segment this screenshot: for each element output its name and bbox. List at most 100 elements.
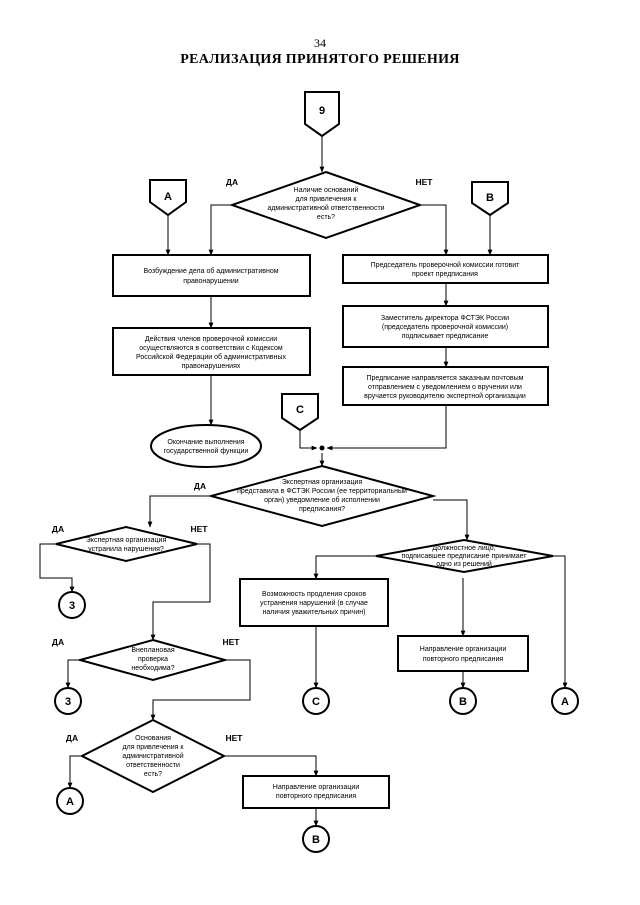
svg-text:Экспертная организация: Экспертная организация [86,537,167,544]
end-connector-3-second: 3 [54,687,82,715]
arrow-d4-yes [65,659,80,689]
decision-official: Должностное лицо, подписавшее предписани… [375,538,554,574]
decision-unscheduled-check: Внеплановая проверка необходима? [76,638,229,682]
box-chairman-draft: Председатель проверочной комиссии готови… [342,254,549,284]
svg-text:одно из решений: одно из решений [436,560,492,568]
page-title: РЕАЛИЗАЦИЯ ПРИНЯТОГО РЕШЕНИЯ [180,52,460,67]
svg-text:С: С [312,696,320,708]
arrow-d1-no [420,204,449,256]
svg-text:подписывает предписание: подписывает предписание [402,333,489,340]
arrow-c-to-merge [299,430,318,451]
svg-text:С: С [296,404,304,416]
svg-text:Направление организации: Направление организации [273,784,360,791]
svg-text:(председатель проверочной коми: (председатель проверочной комиссии) [382,323,508,331]
svg-text:проект предписания: проект предписания [412,271,478,278]
d4-yes-label: ДА [52,637,64,647]
svg-text:Наличие оснований: Наличие оснований [294,186,359,194]
svg-text:А: А [66,796,74,808]
svg-text:административной: административной [122,752,183,760]
d5-no-label: НЕТ [226,733,244,743]
decision-liability-grounds: Наличие оснований для привлечения к адми… [228,170,424,240]
arrow-d3-no [150,543,211,641]
svg-text:Российской Федерации об админи: Российской Федерации об административных [136,353,286,361]
svg-text:отправлением с уведомлением о: отправлением с уведомлением о вручении и… [368,384,522,391]
start-connector: 9 [304,91,340,138]
end-connector-b-mid: В [449,687,477,715]
svg-text:Окончание выполнения: Окончание выполнения [167,439,244,446]
svg-text:необходима?: необходима? [131,664,174,672]
svg-text:устранила нарушения?: устранила нарушения? [88,546,164,553]
box-initiate-case: Возбуждение дела об административном пра… [112,254,311,297]
arrow-official-to-a [553,555,568,689]
svg-text:есть?: есть? [144,771,162,778]
svg-text:Должностное лицо,: Должностное лицо, [432,545,495,552]
svg-text:вручается руководителю эксперт: вручается руководителю экспертной органи… [364,392,526,400]
svg-text:правонарушениях: правонарушениях [182,363,241,370]
svg-text:В: В [459,696,467,708]
arrow-d5-no [224,755,319,777]
svg-text:орган) уведомление об исполнен: орган) уведомление об исполнении [264,496,380,504]
svg-text:Действия членов проверочной ко: Действия членов проверочной комиссии [145,335,277,343]
decision-liability-grounds-2: Основания для привлечения к администрати… [79,718,227,794]
decision-notification-submitted: Экспертная организация представила в ФСТ… [207,464,437,528]
svg-text:повторного предписания: повторного предписания [276,793,357,800]
end-connector-3-first: 3 [58,591,86,619]
box-commission-actions: Действия членов проверочной комиссии осу… [112,327,311,376]
svg-text:государственной функции: государственной функции [164,447,249,455]
svg-text:А: А [164,191,172,203]
svg-text:Заместитель директора ФСТЭК Ро: Заместитель директора ФСТЭК России [381,315,509,322]
svg-text:административной ответственнос: административной ответственности [267,204,384,212]
page-number: 34 [314,36,326,50]
end-connector-a-bottom: А [56,787,84,815]
decision-violations-fixed: Экспертная организация устранила нарушен… [55,525,198,563]
svg-text:осуществляются в соответствии: осуществляются в соответствии с Кодексом [139,345,283,352]
svg-text:Экспертная организация: Экспертная организация [282,479,363,486]
svg-text:В: В [312,834,320,846]
offpage-connector-b: В [471,181,509,217]
svg-text:Внеплановая: Внеплановая [131,647,174,654]
svg-text:подписавшее предписание прини: подписавшее предписание принимает [402,553,528,560]
d5-yes-label: ДА [66,733,78,743]
box-repeat-order-bottom: Направление организации повторного предп… [242,775,390,809]
arrow-mail-to-merge [326,405,447,451]
svg-text:для привлечения к: для привлечения к [123,744,185,751]
arrow-official-to-extension [313,555,376,580]
d4-no-label: НЕТ [223,637,241,647]
arrow-d4-no [150,659,251,721]
svg-text:правонарушении: правонарушении [183,278,238,285]
end-connector-c: С [302,687,330,715]
box-repeat-order-right: Направление организации повторного предп… [397,635,529,672]
svg-text:предписания?: предписания? [299,506,345,513]
svg-text:Председатель проверочной комис: Председатель проверочной комиссии готови… [371,261,521,269]
end-connector-a-right: А [551,687,579,715]
box-mail-order: Предписание направляется заказным почтов… [342,366,549,406]
offpage-connector-a: А [149,179,187,217]
svg-text:представила в ФСТЭК России (ее: представила в ФСТЭК России (ее территори… [237,487,407,495]
svg-text:В: В [486,192,494,204]
end-connector-b-bottom: В [302,825,330,853]
svg-text:ответственности: ответственности [126,762,180,769]
d1-yes-label: ДА [226,177,238,187]
box-deputy-signs: Заместитель директора ФСТЭК России (пред… [342,305,549,348]
svg-text:проверка: проверка [138,656,168,663]
arrow-d3-yes [39,543,75,593]
arrow-d2-yes [147,495,211,528]
flow-lines [39,136,568,827]
d2-yes-label: ДА [194,481,206,491]
svg-text:для привлечения к: для привлечения к [296,196,358,203]
box-extension-possible: Возможность продления сроков устранения … [239,578,389,627]
svg-text:устранения нарушений (в случае: устранения нарушений (в случае [260,599,368,607]
d3-no-label: НЕТ [191,524,209,534]
svg-text:повторного предписания: повторного предписания [423,656,504,663]
svg-text:Предписание направляется заказ: Предписание направляется заказным почтов… [366,375,523,382]
svg-text:9: 9 [319,105,325,117]
svg-text:Возможность продления сроков: Возможность продления сроков [262,591,366,598]
d3-yes-label: ДА [52,524,64,534]
arrow-d1-yes [208,204,232,256]
arrow-d2-no [433,499,470,541]
svg-text:есть?: есть? [317,214,335,221]
svg-text:наличия уважительных причин): наличия уважительных причин) [263,609,366,616]
svg-text:3: 3 [69,600,75,612]
svg-text:Возбуждение дела об администра: Возбуждение дела об административном [143,267,278,275]
